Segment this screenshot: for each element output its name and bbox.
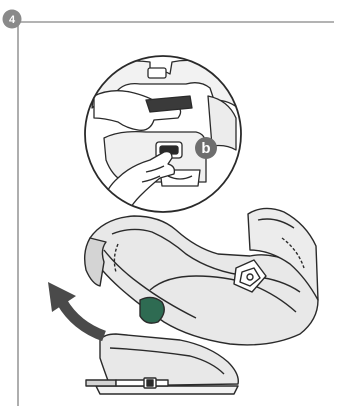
callout-label: b	[201, 140, 210, 157]
step-number-badge: 4	[3, 10, 22, 29]
detail-magnifier	[85, 56, 241, 220]
seat-base	[86, 334, 238, 394]
rotation-arrow-icon	[48, 282, 104, 336]
step-number: 4	[9, 14, 16, 26]
car-seat-icon	[85, 208, 318, 344]
callout-badge: b	[195, 137, 217, 159]
